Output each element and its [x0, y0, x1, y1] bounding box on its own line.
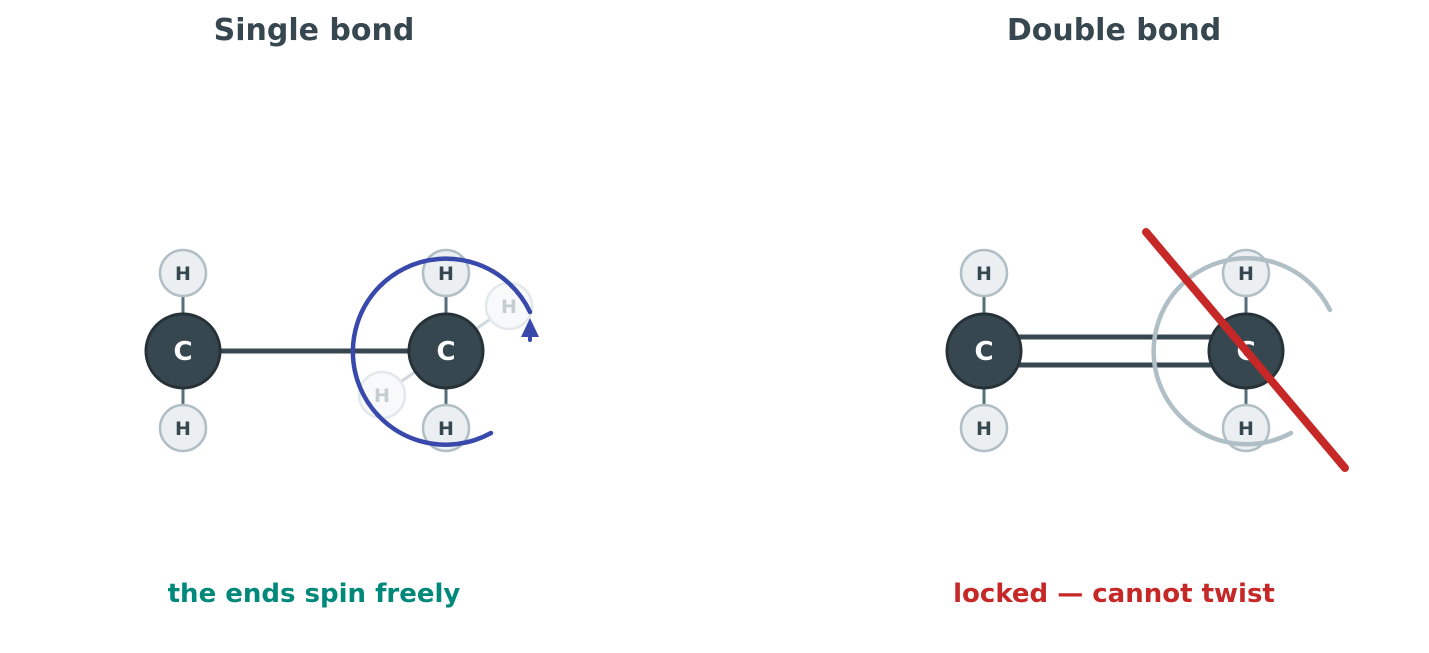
carbon-atom — [945, 312, 1023, 390]
hydrogen-atom — [1221, 403, 1271, 453]
hydrogen-label: H — [175, 418, 191, 440]
hydrogen-atom — [1221, 248, 1271, 298]
rotation-arrow-icon — [350, 256, 533, 447]
hydrogen-label: H — [976, 418, 992, 440]
hydrogen-atom — [959, 403, 1009, 453]
hydrogen-atom — [421, 403, 471, 453]
hydrogen-label: H — [1238, 418, 1254, 440]
hydrogen-label: H — [175, 263, 191, 285]
single-bond-panel: Single bond H H H H H H C C the ends spi… — [144, 13, 539, 609]
single-bond-title: Single bond — [214, 13, 415, 48]
hydrogen-atom — [158, 248, 208, 298]
carbon-label: C — [173, 337, 192, 367]
blocked-rotation-arc — [1151, 256, 1333, 447]
double-bond-panel: Double bond H H H H C C locked — cannot … — [945, 13, 1349, 609]
hydrogen-atom — [959, 248, 1009, 298]
carbon-atom — [144, 312, 222, 390]
carbon-atom — [407, 312, 485, 390]
ghost-hydrogen-label: H — [374, 385, 390, 407]
rotation-arrowhead-icon — [521, 318, 539, 337]
double-bond-caption: locked — cannot twist — [953, 579, 1275, 609]
hydrogen-label: H — [1238, 263, 1254, 285]
hydrogen-atom — [158, 403, 208, 453]
no-rotation-cross-icon — [1142, 228, 1349, 472]
ghost-hydrogen-label: H — [501, 296, 517, 318]
single-bond-caption: the ends spin freely — [168, 579, 461, 609]
carbon-label: C — [974, 337, 993, 367]
hydrogen-label: H — [438, 418, 454, 440]
hydrogen-label: H — [976, 263, 992, 285]
hydrogen-label: H — [438, 263, 454, 285]
carbon-label: C — [436, 337, 455, 367]
double-bond-title: Double bond — [1007, 13, 1221, 48]
